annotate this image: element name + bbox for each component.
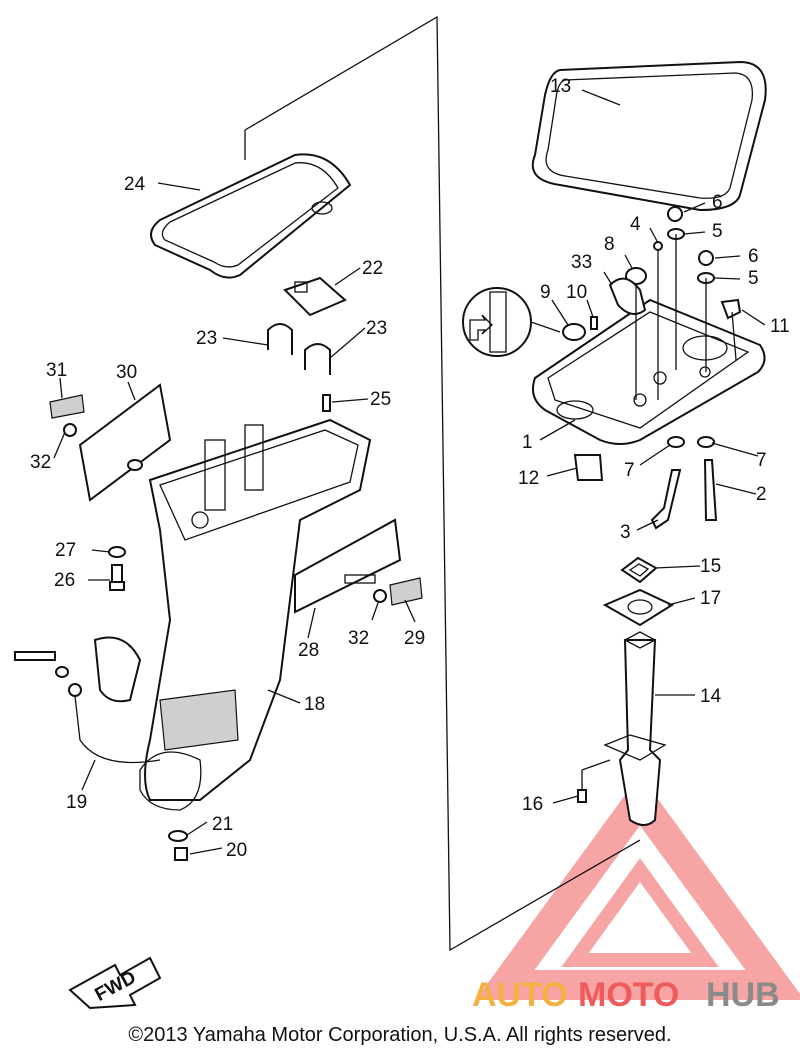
part-19-ground-lead	[14, 636, 161, 764]
part-15-grommet	[620, 556, 658, 584]
callout-7a: 7	[624, 460, 635, 481]
part-22-cover	[283, 276, 347, 317]
part-20-bolt	[174, 847, 188, 861]
fwd-arrow: FWD	[68, 956, 162, 1010]
callout-27: 27	[55, 540, 76, 561]
callout-7b: 7	[756, 450, 767, 471]
callout-10: 10	[566, 282, 587, 303]
part-28-plate	[294, 518, 402, 614]
callout-32b: 32	[348, 628, 369, 649]
callout-26: 26	[54, 570, 75, 591]
callout-25: 25	[370, 389, 391, 410]
callout-4: 4	[630, 214, 641, 235]
callout-6b: 6	[748, 246, 759, 267]
callout-19: 19	[66, 792, 87, 813]
leader-lines	[53, 89, 766, 855]
part-23-clips	[267, 323, 331, 375]
callout-2: 2	[756, 484, 767, 505]
part-26-27-bolt	[108, 546, 126, 591]
watermark-text: AUTO MOTO HUB	[472, 976, 780, 1014]
watermark-auto: AUTO	[472, 976, 568, 1014]
callout-29: 29	[404, 628, 425, 649]
callout-11: 11	[770, 316, 790, 337]
callout-13: 13	[550, 76, 571, 97]
watermark-moto: MOTO	[578, 976, 679, 1014]
part-13-seal	[531, 60, 767, 212]
part-24-gasket	[150, 153, 352, 279]
callout-18: 18	[304, 694, 325, 715]
callout-14: 14	[700, 686, 722, 707]
callout-17: 17	[700, 588, 721, 609]
callout-24: 24	[124, 174, 146, 195]
section-divider	[244, 15, 641, 952]
part-9-inset	[462, 287, 561, 357]
callout-20: 20	[226, 840, 247, 861]
callout-5a: 5	[712, 221, 723, 242]
right-hardware	[562, 206, 742, 530]
callout-12: 12	[518, 468, 539, 489]
part-30-plate	[63, 383, 172, 502]
callout-33: 33	[571, 252, 592, 273]
copyright-notice: ©2013 Yamaha Motor Corporation, U.S.A. A…	[128, 1024, 672, 1046]
callout-30: 30	[116, 362, 137, 383]
callout-21: 21	[212, 814, 233, 835]
part-14-exhaust-guide	[603, 631, 667, 826]
callout-5b: 5	[748, 268, 759, 289]
callout-23a: 23	[196, 328, 217, 349]
callout-6a: 6	[712, 192, 723, 213]
part-21-washer	[168, 830, 188, 842]
part-16-bolt	[577, 759, 611, 803]
callout-22: 22	[362, 258, 383, 279]
callout-28: 28	[298, 640, 319, 661]
callout-1: 1	[522, 432, 533, 453]
part-1-mount-plate	[532, 298, 766, 445]
watermark-hub: HUB	[706, 976, 780, 1014]
callout-23b: 23	[366, 318, 387, 339]
part-17-gasket	[602, 588, 675, 627]
label-decals	[49, 394, 423, 606]
callout-3: 3	[620, 522, 631, 543]
watermark-logo	[475, 774, 800, 1000]
callout-9: 9	[540, 282, 551, 303]
callout-16: 16	[522, 794, 543, 815]
callout-15: 15	[700, 556, 721, 577]
callout-32a: 32	[30, 452, 51, 473]
callout-8: 8	[604, 234, 615, 255]
callout-31: 31	[46, 360, 67, 381]
part-18-upper-casing	[139, 418, 372, 811]
part-25-pin	[322, 394, 331, 412]
